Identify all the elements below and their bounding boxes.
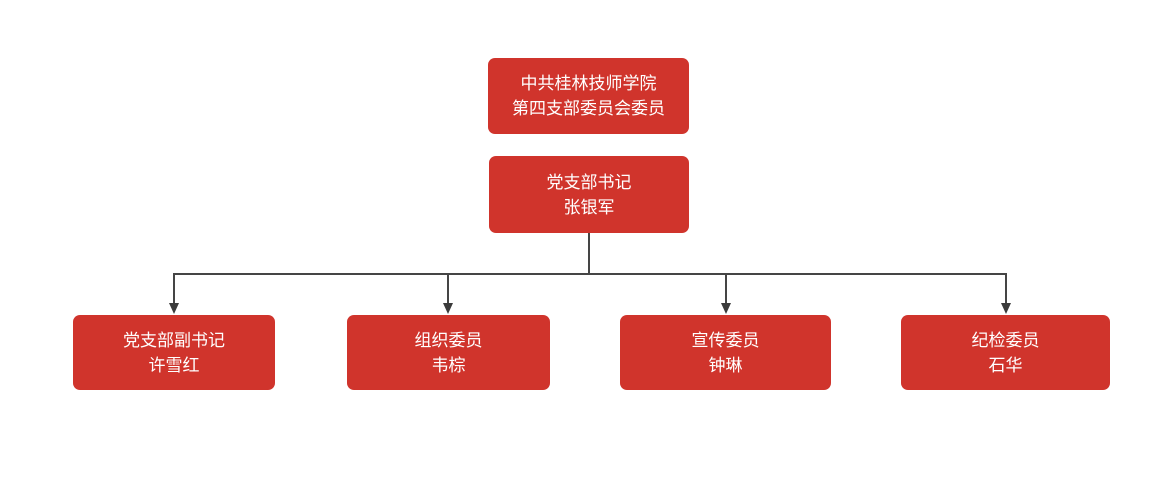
arrowhead-icon bbox=[443, 303, 453, 314]
org-node-organization-member[interactable]: 组织委员 韦棕 bbox=[347, 315, 550, 390]
node-person-name: 韦棕 bbox=[431, 355, 466, 375]
node-title-line1: 中共桂林技师学院 bbox=[520, 74, 657, 93]
node-person-name: 张银军 bbox=[563, 197, 615, 217]
node-person-name: 钟琳 bbox=[708, 355, 743, 375]
org-node-committee-title[interactable]: 中共桂林技师学院 第四支部委员会委员 bbox=[488, 58, 689, 134]
node-role: 宣传委员 bbox=[691, 330, 760, 350]
org-node-publicity-member[interactable]: 宣传委员 钟琳 bbox=[620, 315, 831, 390]
node-person-name: 石华 bbox=[988, 355, 1023, 375]
node-role: 党支部副书记 bbox=[123, 330, 225, 350]
org-node-secretary[interactable]: 党支部书记 张银军 bbox=[489, 156, 689, 233]
node-role: 组织委员 bbox=[414, 330, 483, 350]
node-role: 纪检委员 bbox=[971, 330, 1040, 350]
arrowhead-icon bbox=[721, 303, 731, 314]
org-node-discipline-member[interactable]: 纪检委员 石华 bbox=[901, 315, 1110, 390]
node-person-name: 许雪红 bbox=[148, 355, 200, 375]
org-node-deputy-secretary[interactable]: 党支部副书记 许雪红 bbox=[73, 315, 275, 390]
node-role: 党支部书记 bbox=[546, 172, 632, 192]
arrowhead-icon bbox=[169, 303, 179, 314]
node-title-line2: 第四支部委员会委员 bbox=[512, 99, 665, 118]
arrowhead-icon bbox=[1001, 303, 1011, 314]
